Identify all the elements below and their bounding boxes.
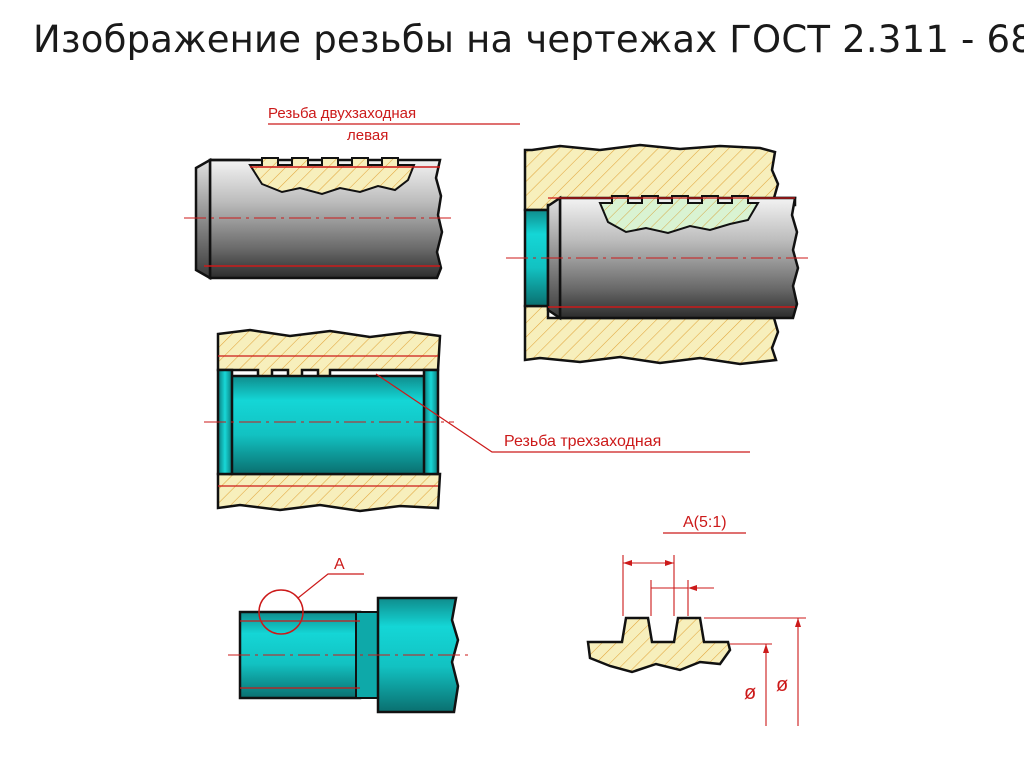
callout-a-label: А [334, 556, 345, 573]
label-two-start-left: Резьба двухзаходная [268, 105, 416, 122]
nut-top-section [216, 328, 442, 380]
diameter-symbol-inner: ø [744, 682, 756, 704]
external-thread-view: Резьба двухзаходная левая [184, 105, 520, 281]
nut-bottom-section [216, 472, 442, 513]
slide-title: Изображение резьбы на чертежах ГОСТ 2.31… [33, 18, 1024, 61]
thread-section-hatch [248, 157, 416, 196]
label-two-start-left-line2: левая [347, 127, 388, 144]
label-three-start: Резьба трехзаходная [504, 433, 661, 450]
callout-circle [258, 589, 304, 635]
shaft-chamfer [194, 157, 212, 281]
joint-breakout [598, 195, 760, 235]
detail-a-label: А(5:1) [683, 514, 727, 531]
shaft-body [208, 158, 444, 280]
diameter-symbol-outer: ø [776, 674, 788, 696]
bore [228, 374, 428, 476]
undercut-thread-view: А [228, 556, 470, 714]
internal-thread-view: Резьба трехзаходная [204, 328, 750, 513]
threaded-joint-view [506, 143, 808, 366]
detail-a-view: А(5:1) ø ø [586, 514, 806, 726]
detail-profile [586, 616, 732, 674]
